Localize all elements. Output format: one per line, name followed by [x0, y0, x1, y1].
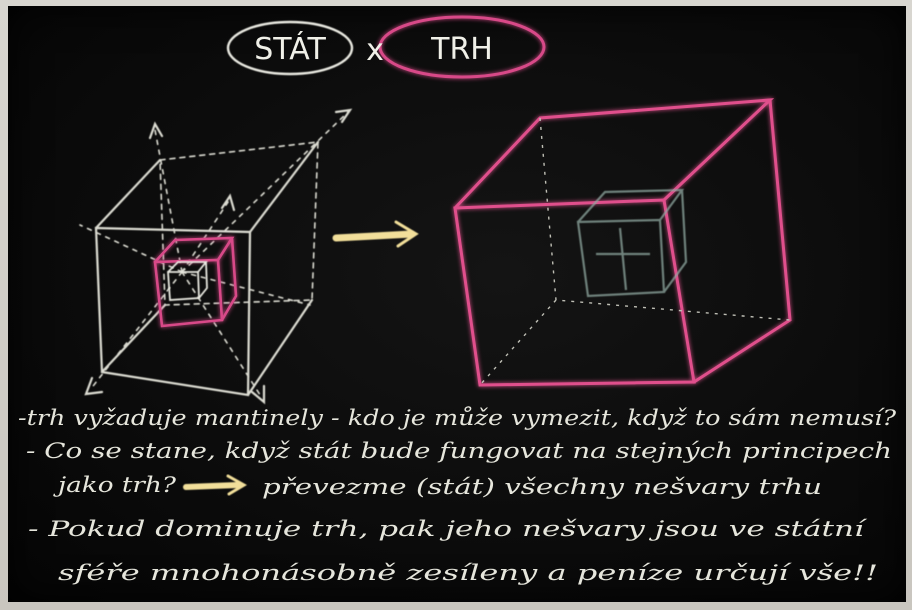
left-cube: [80, 110, 350, 402]
note-line-4: - Pokud dominuje trh, pak jeho nešvary j…: [28, 517, 867, 541]
title-left-text: STÁT: [254, 31, 326, 67]
note-line-3a: jako trh?: [53, 473, 177, 497]
note-line-5: sféře mnohonásobně zesíleny a peníze urč…: [58, 561, 878, 585]
title: STÁT x TRH: [228, 17, 544, 77]
notes: -trh vyžaduje mantinely - kdo je může vy…: [18, 406, 897, 585]
title-right-text: TRH: [430, 32, 493, 67]
title-separator: x: [366, 33, 384, 68]
note-line-1: -trh vyžaduje mantinely - kdo je může vy…: [18, 406, 897, 430]
transition-arrow: [336, 222, 416, 246]
note-arrow: [186, 476, 244, 494]
note-line-3b: převezme (stát) všechny nešvary trhu: [262, 475, 822, 499]
right-cube-hidden-edges: [480, 118, 790, 385]
note-line-2: - Co se stane, když stát bude fungovat n…: [26, 439, 892, 463]
